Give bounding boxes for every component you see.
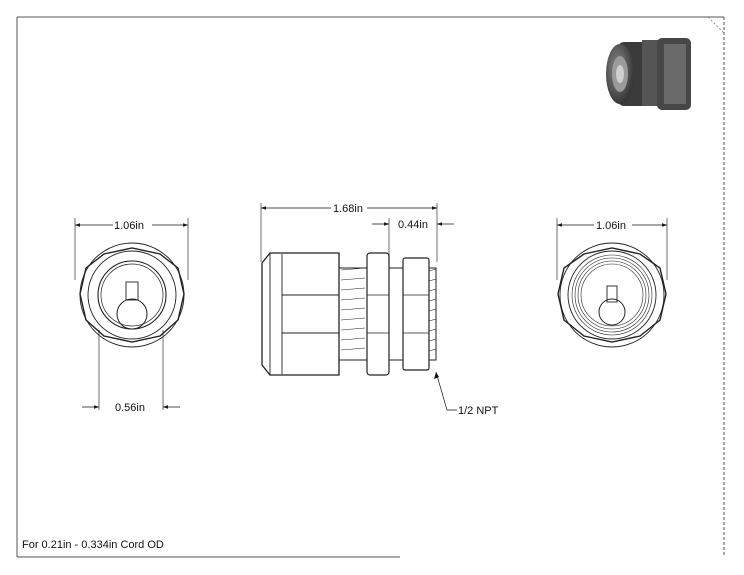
thread-callout: 1/2 NPT: [434, 371, 499, 417]
side-elevation-view: [261, 252, 437, 376]
left-bore-label: 0.56in: [115, 402, 145, 414]
cord-grip-3d-icon: [606, 38, 691, 110]
thread-length-dimension: 0.44in: [372, 218, 454, 262]
right-width-label: 1.06in: [596, 220, 626, 232]
footer-note: For 0.21in - 0.334in Cord OD: [22, 539, 164, 551]
thread-length-label: 0.44in: [398, 219, 428, 231]
left-end-view: [79, 242, 185, 348]
drawing-frame: [16, 16, 725, 558]
right-width-dimension: 1.06in: [556, 218, 668, 280]
thread-callout-label: 1/2 NPT: [458, 405, 499, 417]
left-width-dimension: 1.06in: [74, 218, 189, 280]
overall-length-dimension: 1.68in: [260, 203, 438, 262]
left-width-label: 1.06in: [114, 220, 144, 232]
overall-length-label: 1.68in: [333, 203, 363, 215]
left-bore-dimension: 0.56in: [82, 330, 180, 414]
right-end-view: [557, 242, 667, 348]
